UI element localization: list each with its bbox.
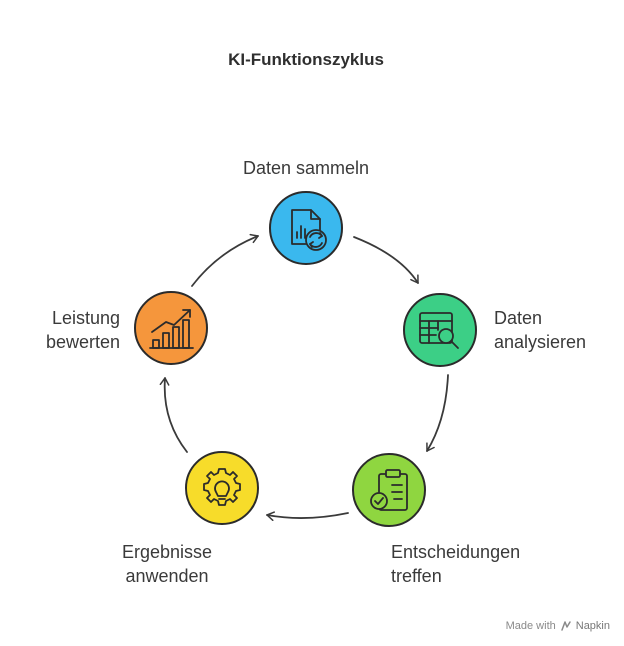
- node-analyze-circle: [403, 293, 477, 367]
- table-search-icon: [419, 312, 459, 349]
- lightbulb-gear-icon: [203, 468, 241, 506]
- node-collect-label-line: Daten sammeln: [242, 158, 370, 178]
- node-apply-circle: [185, 451, 259, 525]
- node-collect: [269, 191, 343, 265]
- node-apply: [185, 451, 259, 525]
- node-decide-label-line: treffen: [391, 566, 442, 586]
- made-with-footer[interactable]: Made with Napkin: [506, 620, 610, 632]
- node-evaluate-circle: [134, 291, 208, 365]
- arrow-decide-to-apply: [266, 511, 349, 522]
- arrow-collect-to-analyze: [353, 236, 419, 284]
- document-chart-refresh-icon: [291, 209, 327, 251]
- node-apply-label-line: anwenden: [125, 566, 209, 586]
- node-analyze-label: Daten analysieren: [494, 306, 586, 354]
- made-with-text: Made with: [505, 620, 556, 632]
- node-collect-circle: [269, 191, 343, 265]
- node-evaluate-label-line: bewerten: [45, 332, 120, 352]
- napkin-logo-icon: [561, 621, 571, 631]
- node-decide-label-line: Entscheidungen: [391, 542, 521, 562]
- node-decide-circle: [352, 453, 426, 527]
- arrow-apply-to-evaluate: [159, 377, 188, 453]
- node-evaluate: [134, 291, 208, 365]
- node-collect-label: Daten sammeln: [200, 156, 412, 180]
- napkin-brand-text: Napkin: [575, 620, 610, 632]
- node-analyze-label-line: Daten: [494, 308, 543, 328]
- node-analyze: [403, 293, 477, 367]
- arrow-evaluate-to-collect: [191, 233, 259, 287]
- node-decide-label: Entscheidungen treffen: [391, 540, 520, 588]
- node-evaluate-label: Leistung bewerten: [20, 306, 120, 354]
- node-decide: [352, 453, 426, 527]
- arrow-analyze-to-decide: [426, 374, 449, 452]
- node-analyze-label-line: analysieren: [494, 332, 587, 352]
- node-evaluate-label-line: Leistung: [51, 308, 120, 328]
- clipboard-check-icon: [370, 469, 408, 511]
- diagram-title: KI-Funktionszyklus: [228, 50, 384, 69]
- bar-chart-growth-icon: [149, 309, 194, 349]
- node-apply-label: Ergebnisse anwenden: [92, 540, 242, 588]
- node-apply-label-line: Ergebnisse: [121, 542, 213, 562]
